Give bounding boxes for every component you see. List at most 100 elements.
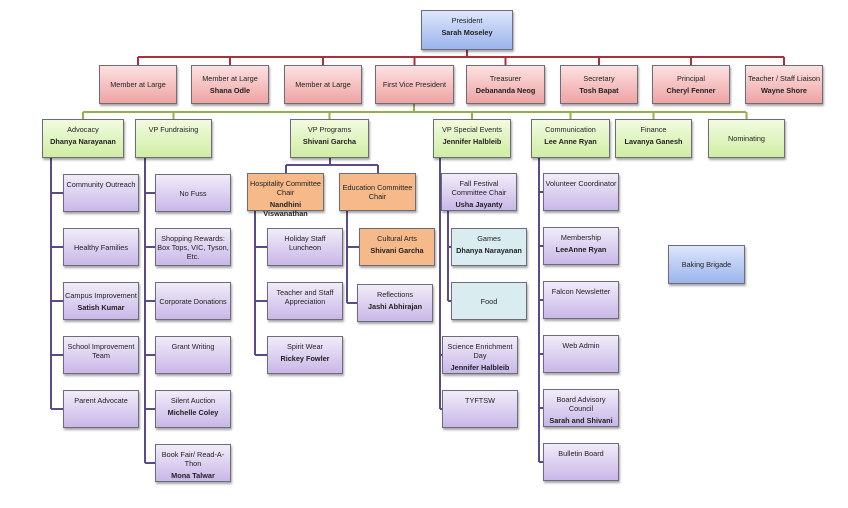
box-c3: Falcon Newsletter xyxy=(543,281,619,319)
box-person: Sarah and Shivani xyxy=(549,416,613,425)
box-person: Shivani Garcha xyxy=(370,246,424,255)
box-title: Science Enrichment Day xyxy=(447,342,513,360)
box-title: Holiday Staff Luncheon xyxy=(284,234,326,252)
box-title: Volunteer Coordinator xyxy=(545,179,617,188)
box-baking: Baking Brigade xyxy=(668,245,745,284)
box-title: Hospitality Committee Chair xyxy=(250,179,321,197)
box-title: Silent Auction xyxy=(170,396,216,405)
box-person: Jennifer Halbleib xyxy=(450,363,510,372)
box-title: Teacher and Staff Appreciation xyxy=(276,288,334,306)
box-title: Community Outreach xyxy=(66,180,136,189)
box-title: VP Programs xyxy=(307,125,352,134)
box-title: No Fuss xyxy=(179,188,207,198)
box-title: Member at Large xyxy=(202,74,258,83)
box-title: VP Special Events xyxy=(442,125,502,134)
box-person: Sarah Moseley xyxy=(441,28,493,37)
box-person: Shana Odle xyxy=(209,86,251,95)
box-title: Education Committee Chair xyxy=(342,183,413,201)
box-title: Web Admin xyxy=(562,341,600,350)
box-title: Board Advisory Council xyxy=(556,395,606,413)
box-person: LeeAnne Ryan xyxy=(555,245,607,254)
box-title: Bulletin Board xyxy=(558,449,604,458)
box-title: Campus Improvement xyxy=(65,290,137,300)
box-person: Shivani Garcha xyxy=(302,137,357,146)
box-title: Reflections xyxy=(376,290,414,299)
box-title: First Vice President xyxy=(382,80,447,89)
box-person: Lavanya Ganesh xyxy=(624,137,683,146)
box-a5: Parent Advocate xyxy=(63,390,139,428)
box-title: Spirit Wear xyxy=(287,342,323,351)
box-title: Baking Brigade xyxy=(681,260,732,269)
box-title: Nominating xyxy=(728,134,765,143)
box-title: VP Fundraising xyxy=(148,125,199,134)
box-title: Food xyxy=(480,296,498,306)
box-title: Falcon Newsletter xyxy=(551,287,611,296)
box-a2: Healthy Families xyxy=(63,228,139,266)
box-f2: Shopping Rewards: Box Tops, VIC, Tyson, … xyxy=(155,228,231,266)
box-title: Games xyxy=(477,234,501,243)
box-title: Cultural Arts xyxy=(377,234,417,243)
box-c6: Bulletin Board xyxy=(543,443,619,481)
box-h1: Holiday Staff Luncheon xyxy=(267,228,343,266)
box-person: Dhanya Narayanan xyxy=(456,246,522,255)
box-title: Fall Festival Committee Chair xyxy=(451,179,507,197)
box-title: Grant Writing xyxy=(171,342,215,351)
box-s3: TYFTSW xyxy=(442,390,518,428)
box-title: Teacher / Staff Liaison xyxy=(747,74,821,83)
box-person: Jennifer Halbleib xyxy=(442,137,502,146)
box-f4: Grant Writing xyxy=(155,336,231,374)
box-title: Shopping Rewards: Box Tops, VIC, Tyson, … xyxy=(157,233,229,261)
box-title: Book Fair/ Read-A-Thon xyxy=(161,450,225,468)
box-person: Usha Jayanty xyxy=(455,200,503,209)
box-title: Advocacy xyxy=(67,125,99,134)
box-c1: Volunteer Coordinator xyxy=(543,173,619,211)
box-a1: Community Outreach xyxy=(63,174,139,212)
box-title: Membership xyxy=(560,233,602,242)
box-title: TYFTSW xyxy=(465,396,495,405)
box-title: Finance xyxy=(640,125,667,134)
box-person: Tosh Bapat xyxy=(579,86,619,95)
box-person: Mona Talwar xyxy=(171,471,215,480)
box-f3: Corporate Donations xyxy=(155,282,231,320)
box-person: Debananda Neog xyxy=(475,86,536,95)
box-c4: Web Admin xyxy=(543,335,619,373)
box-title: Parent Advocate xyxy=(74,396,128,405)
box-person: Lee Anne Ryan xyxy=(544,137,597,146)
box-person: Wayne Shore xyxy=(761,86,807,95)
box-mal3: Member at Large xyxy=(284,65,362,104)
box-person: Michelle Coley xyxy=(167,408,219,417)
box-title: Healthy Families xyxy=(74,242,128,252)
box-title: President xyxy=(451,16,483,25)
box-nominating: Nominating xyxy=(708,119,785,158)
box-person: Cheryl Fenner xyxy=(666,86,716,95)
box-title: Member at Large xyxy=(295,80,351,89)
box-person: Rickey Fowler xyxy=(280,354,330,363)
box-edu: Education Committee Chair xyxy=(339,173,416,211)
box-title: Principal xyxy=(677,74,705,83)
box-fvp: First Vice President xyxy=(375,65,454,104)
box-title: Member at Large xyxy=(110,80,166,89)
box-a4: School Improvement Team xyxy=(63,336,139,374)
